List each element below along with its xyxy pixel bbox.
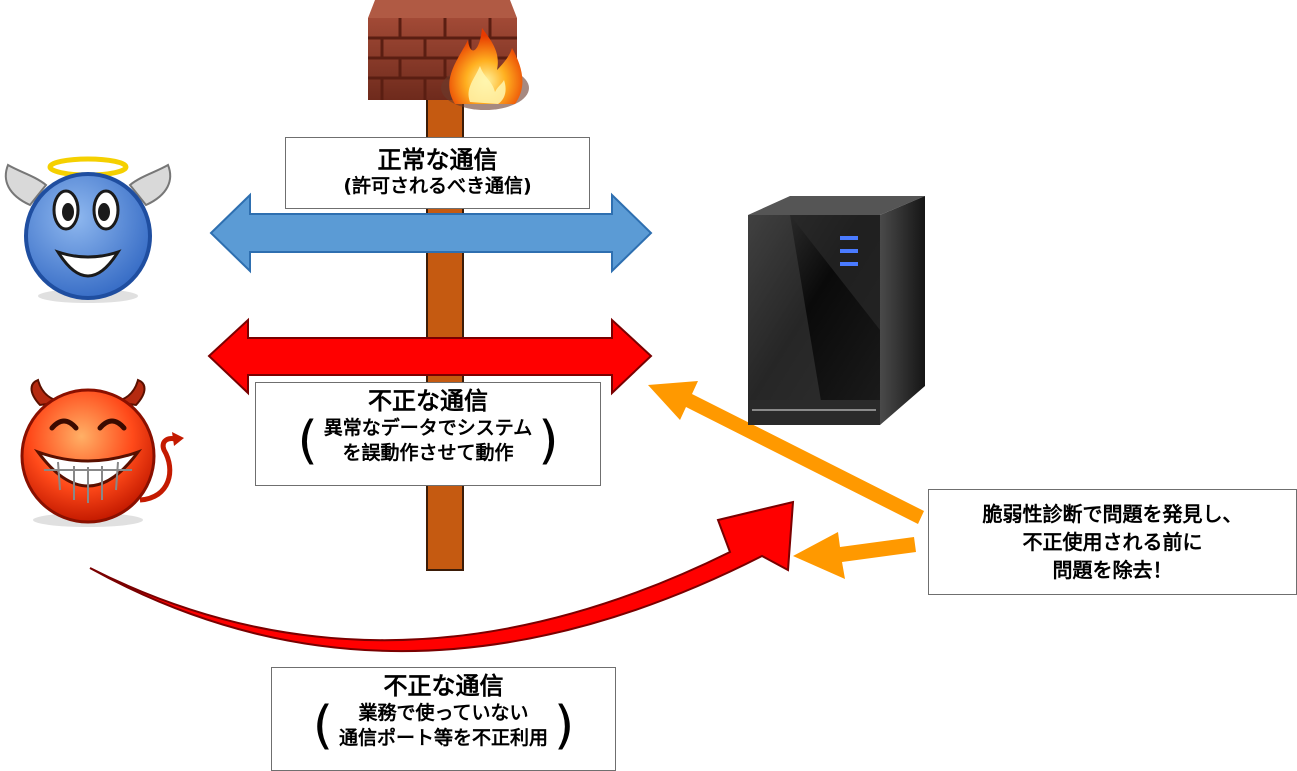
normal-traffic-label: 正常な通信 (許可されるべき通信)	[285, 137, 590, 209]
fix-arrow-upper	[648, 381, 924, 524]
illegal-traffic-desc-2-line1: 業務で使っていない	[358, 702, 529, 724]
normal-traffic-subtitle: (許可されるべき通信)	[343, 175, 532, 197]
illegal-traffic-desc-1-line2: を誤動作させて動作	[342, 442, 514, 464]
normal-traffic-arrow	[209, 192, 653, 274]
angel-face-icon	[4, 156, 172, 303]
illegal-traffic-label-1: 不正な通信 ( 異常なデータでシステム を誤動作させて動作 )	[255, 382, 601, 486]
vulnerability-scan-note: 脆弱性診断で問題を発見し、 不正使用される前に 問題を除去！	[928, 489, 1297, 595]
illegal-traffic-arrow	[207, 317, 653, 396]
illegal-traffic-desc-1-line1: 異常なデータでシステム	[323, 417, 533, 439]
paren-close-2: )	[554, 696, 575, 756]
server-icon	[748, 196, 925, 425]
illegal-traffic-title-2: 不正な通信	[383, 672, 504, 700]
bypass-traffic-arrow	[89, 500, 795, 652]
note-line-1: 脆弱性診断で問題を発見し、	[982, 502, 1243, 526]
note-line-3: 問題を除去！	[1052, 558, 1173, 582]
paren-open-1: (	[297, 411, 318, 471]
devil-face-icon	[20, 378, 184, 527]
paren-open-2: (	[312, 696, 333, 756]
illegal-traffic-title-1: 不正な通信	[368, 387, 488, 415]
firewall-icon	[368, 0, 529, 110]
paren-close-1: )	[538, 411, 559, 471]
normal-traffic-title: 正常な通信	[377, 146, 498, 174]
illegal-traffic-desc-2-line2: 通信ポート等を不正利用	[338, 727, 548, 749]
fix-arrow-lower	[793, 532, 916, 579]
note-line-2: 不正使用される前に	[1022, 530, 1203, 554]
illegal-traffic-label-2: 不正な通信 ( 業務で使っていない 通信ポート等を不正利用 )	[271, 667, 616, 771]
